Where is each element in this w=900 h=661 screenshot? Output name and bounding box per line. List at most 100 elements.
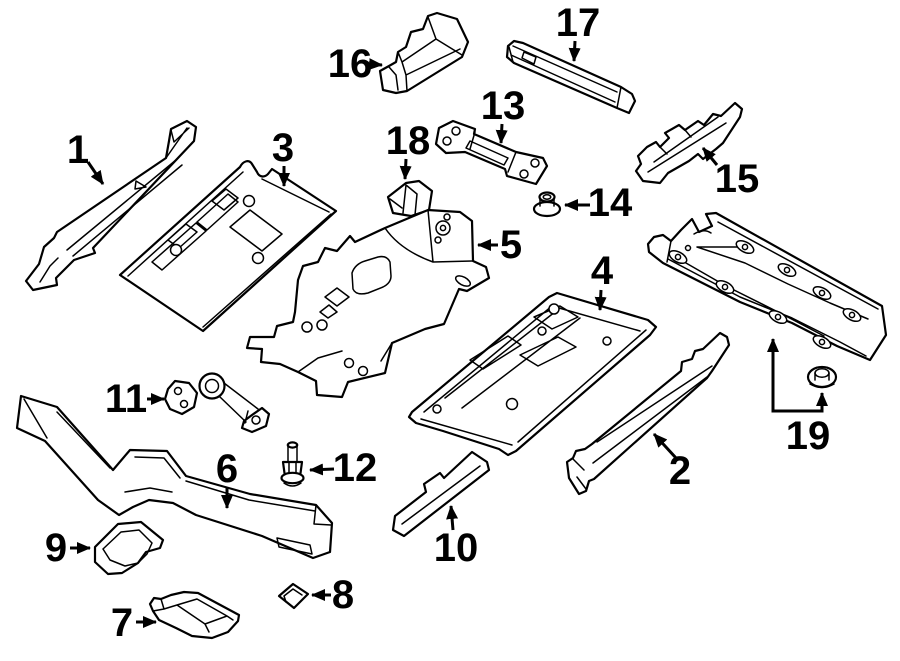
part-13-outline — [434, 119, 549, 186]
part-5-slot — [454, 275, 472, 287]
part-6-outline — [15, 394, 334, 560]
callout-16-arrow — [367, 58, 383, 71]
callout-13: 13 — [481, 84, 526, 144]
part-19-fastener-lines — [809, 372, 835, 389]
part-14-nut — [532, 191, 562, 218]
callout-17-label: 17 — [556, 1, 601, 45]
part-2-rocker-sill — [565, 331, 731, 496]
part-19-panel-hole — [774, 313, 782, 321]
part-12-shaft-top — [286, 441, 299, 449]
part-16-detail-lines — [388, 16, 463, 92]
part-18-detail-lines — [389, 184, 418, 216]
callout-5-label: 5 — [500, 223, 522, 267]
part-19-fastener — [806, 365, 838, 389]
part-12-bolt — [280, 441, 305, 487]
part-19-panel-hole — [721, 283, 729, 291]
part-19-fastener-hex — [814, 368, 830, 378]
part-11-support-bracket — [163, 372, 271, 434]
callout-19: 19 — [767, 338, 831, 458]
part-7-outline — [148, 590, 241, 640]
part-3-hole — [251, 251, 265, 265]
part-5-hole — [443, 213, 451, 221]
part-4-floor-pan — [407, 291, 658, 457]
part-19-underbody-panel — [646, 211, 888, 362]
callout-2-arrow — [652, 432, 678, 460]
part-11-ring-inner — [204, 378, 220, 394]
part-19-panel-hole — [783, 266, 791, 274]
callout-6-label: 6 — [216, 447, 238, 491]
part-11-plate — [163, 379, 199, 416]
part-12-flange — [280, 471, 305, 485]
callout-10-arrow — [446, 505, 459, 531]
callout-8: 8 — [311, 573, 354, 617]
part-15-detail-lines — [647, 116, 727, 173]
callout-1-arrow — [86, 161, 105, 185]
part-5-hole — [343, 357, 355, 369]
part-3-hole — [169, 243, 183, 257]
part-16-outline — [378, 11, 470, 95]
part-13-hole — [451, 126, 461, 136]
callout-13-label: 13 — [481, 84, 526, 128]
part-10-detail-lines — [401, 465, 481, 525]
part-8-outline — [277, 582, 310, 610]
callout-10-label: 10 — [434, 526, 479, 570]
part-17-detail-lines — [508, 45, 622, 109]
part-5-grommet-inner — [439, 224, 447, 232]
callout-6: 6 — [216, 447, 238, 509]
part-2-detail-lines — [572, 365, 713, 490]
callout-2-label: 2 — [669, 449, 691, 493]
part-5-detail-lines — [297, 209, 473, 373]
callouts: 1 2 3 4 5 6 7 8 — [45, 1, 830, 645]
part-4-hole — [432, 404, 442, 414]
callout-19-label: 19 — [786, 414, 831, 458]
part-1-rocker-rail — [24, 119, 198, 292]
part-1-detail-lines — [39, 127, 190, 283]
part-7-bracket — [148, 590, 241, 640]
part-9-bracket — [93, 520, 165, 576]
part-10-side-rail — [391, 450, 491, 538]
part-1-outline — [24, 119, 198, 292]
callout-4: 4 — [591, 249, 614, 311]
callout-10: 10 — [434, 505, 479, 570]
part-18-outline — [386, 179, 434, 218]
callout-9-label: 9 — [45, 526, 67, 570]
part-19-panel-hole — [741, 243, 749, 251]
part-3-front-floor-pan — [118, 160, 338, 333]
part-9-detail-lines — [102, 529, 153, 567]
part-19-panel-hole — [674, 253, 682, 261]
callout-15-arrow — [701, 147, 719, 166]
callout-15-label: 15 — [715, 157, 760, 201]
part-19-panel-hole — [684, 244, 692, 252]
part-11-arm-lines — [219, 382, 259, 424]
part-6-heat-shield — [15, 394, 334, 560]
callout-5: 5 — [477, 223, 522, 267]
part-19-panel-hole — [848, 311, 856, 319]
part-5-tunnel — [245, 208, 491, 399]
part-5-hole — [316, 319, 328, 331]
callout-17: 17 — [556, 1, 601, 62]
callout-12-arrow — [309, 463, 335, 476]
callout-1: 1 — [67, 128, 105, 185]
part-11-hole — [173, 386, 183, 396]
part-5-hole — [301, 321, 313, 333]
part-12-shaft — [287, 444, 298, 463]
part-2-outline — [565, 331, 731, 496]
part-4-outline — [407, 291, 658, 457]
callout-8-label: 8 — [332, 573, 354, 617]
callout-12: 12 — [309, 446, 377, 490]
callout-16-label: 16 — [328, 42, 373, 86]
part-8-detail-lines — [283, 588, 303, 603]
callout-7: 7 — [111, 601, 157, 645]
part-19-panel-creases — [666, 221, 879, 357]
part-6-detail-lines — [23, 398, 332, 555]
callout-18-label: 18 — [386, 119, 431, 163]
part-3-outline — [118, 160, 338, 333]
part-10-outline — [391, 450, 491, 538]
part-5-outline — [245, 208, 491, 399]
part-14-hole — [542, 194, 552, 200]
part-5-hole — [357, 365, 369, 377]
part-11-hole — [179, 399, 189, 409]
callout-2: 2 — [652, 432, 691, 493]
part-12-base-arc — [283, 482, 302, 487]
